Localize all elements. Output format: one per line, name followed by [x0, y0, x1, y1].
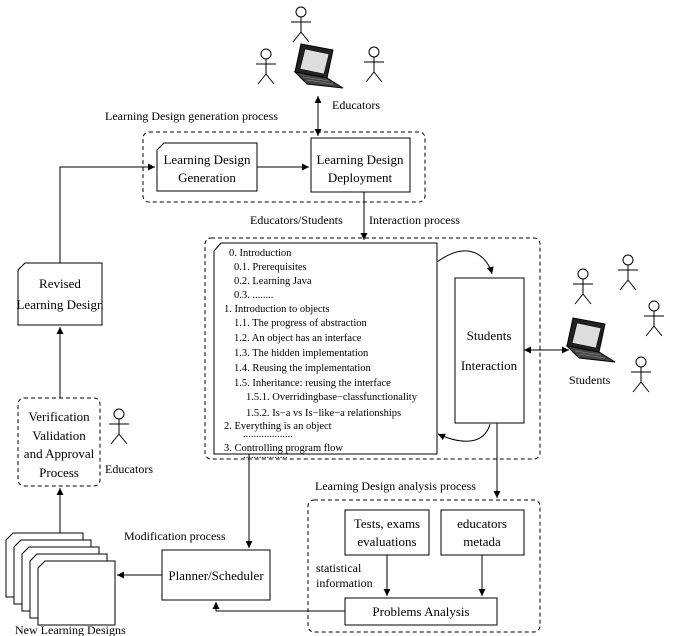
- problems-analysis-box: [344, 597, 498, 626]
- students-interaction-box: [454, 277, 525, 424]
- educators-metada-line2: metada: [463, 534, 501, 549]
- document-to-interaction-curve: [436, 250, 494, 275]
- planner-scheduler-box: [161, 549, 271, 601]
- toc-entry: 0.2. Learning Java: [234, 276, 312, 287]
- toc-entry: 1.5.2. Is−a vs Is−like−a relationships: [246, 408, 401, 419]
- student-figure-icon: [643, 300, 665, 337]
- toc-entry: .................: [243, 450, 288, 461]
- ld-generation-box: [156, 142, 258, 192]
- toc-entry: 3. Controlling program flow: [224, 443, 343, 454]
- statistical-info-line2: information: [316, 576, 373, 590]
- student-figure-icon: [630, 356, 652, 393]
- educator-figure-icon: [255, 48, 277, 85]
- student-figure-icon: [572, 268, 594, 305]
- statistical-info-line1: statistical: [316, 561, 362, 575]
- ld-deployment-line2: Deployment: [328, 170, 393, 185]
- verification-line4: Process: [39, 465, 79, 480]
- modification-process-label: Modification process: [124, 529, 226, 543]
- toc-entry: 1.5. Inheritance: reusing the interface: [234, 378, 391, 389]
- revised-ld-box: [17, 262, 103, 326]
- students-laptop-icon: [566, 317, 616, 363]
- toc-entry: ...................: [243, 429, 293, 440]
- educators-top-label: Educators: [332, 98, 380, 112]
- students-interaction-line1: Students: [467, 328, 512, 343]
- toc-entry: 1. Introduction to objects: [224, 304, 330, 315]
- student-figure-icon: [617, 254, 639, 291]
- toc-entry: 1.1. The progress of abstraction: [234, 318, 368, 329]
- revised-ld-line2: Learning Design: [16, 297, 104, 312]
- new-learning-designs-stack: [5, 532, 116, 626]
- educators-metada-line1: educators: [457, 516, 507, 531]
- analysis-process-label: Learning Design analysis process: [315, 479, 476, 493]
- toc-entry: 1.5.1. Overridingbase−classfunctionality: [246, 392, 418, 403]
- revised-ld-line1: Revised: [39, 276, 81, 291]
- students-interaction-line2: Interaction: [461, 358, 518, 373]
- interaction-process-left-label: Educators/Students: [250, 213, 343, 227]
- toc-entry: 0.1. Prerequisites: [234, 262, 307, 273]
- students-side-label: Students: [569, 373, 611, 387]
- tests-line2: evaluations: [357, 534, 416, 549]
- educators-laptop-icon: [294, 43, 344, 89]
- ld-generation-line2: Generation: [178, 170, 236, 185]
- toc-entry: 1.4. Reusing the implementation: [234, 363, 372, 374]
- interaction-process-right-label: Interaction process: [369, 213, 460, 227]
- educator-figure-icon: [290, 6, 312, 43]
- toc-entry: 0. Introduction: [229, 248, 292, 259]
- problems-to-planner-arrow: [212, 602, 345, 612]
- verification-region: [17, 397, 101, 487]
- interaction-to-document-curve: [437, 423, 491, 442]
- revised-to-generation-arrow: [59, 163, 155, 263]
- verification-line3: and Approval: [24, 446, 95, 461]
- ld-generation-line1: Learning Design: [163, 152, 251, 167]
- toc-entry: 1.3. The hidden implementation: [234, 348, 369, 359]
- problems-analysis-text: Problems Analysis: [372, 604, 469, 619]
- generation-process-label: Learning Design generation process: [105, 109, 278, 123]
- verification-line2: Validation: [32, 428, 86, 443]
- toc-entry: 2. Everything is an object: [224, 421, 332, 432]
- educators-left-label: Educators: [105, 462, 153, 476]
- toc-entry: 0.3. ........: [234, 290, 273, 301]
- ld-deployment-box: [310, 137, 411, 193]
- toc-entry: 1.2. An object has an interface: [234, 333, 362, 344]
- analysis-process-region: [307, 499, 541, 633]
- new-learning-designs-label: New Learning Designs: [15, 623, 126, 636]
- educators-metada-box: [440, 509, 525, 556]
- educator-figure-icon: [363, 46, 385, 83]
- tests-box: [344, 509, 430, 556]
- ld-deployment-line1: Learning Design: [316, 152, 404, 167]
- course-content-document: [213, 242, 438, 455]
- verification-line1: Verification: [28, 409, 90, 424]
- educator-figure-icon: [108, 408, 130, 445]
- tests-line1: Tests, exams: [354, 516, 420, 531]
- planner-scheduler-text: Planner/Scheduler: [168, 568, 264, 583]
